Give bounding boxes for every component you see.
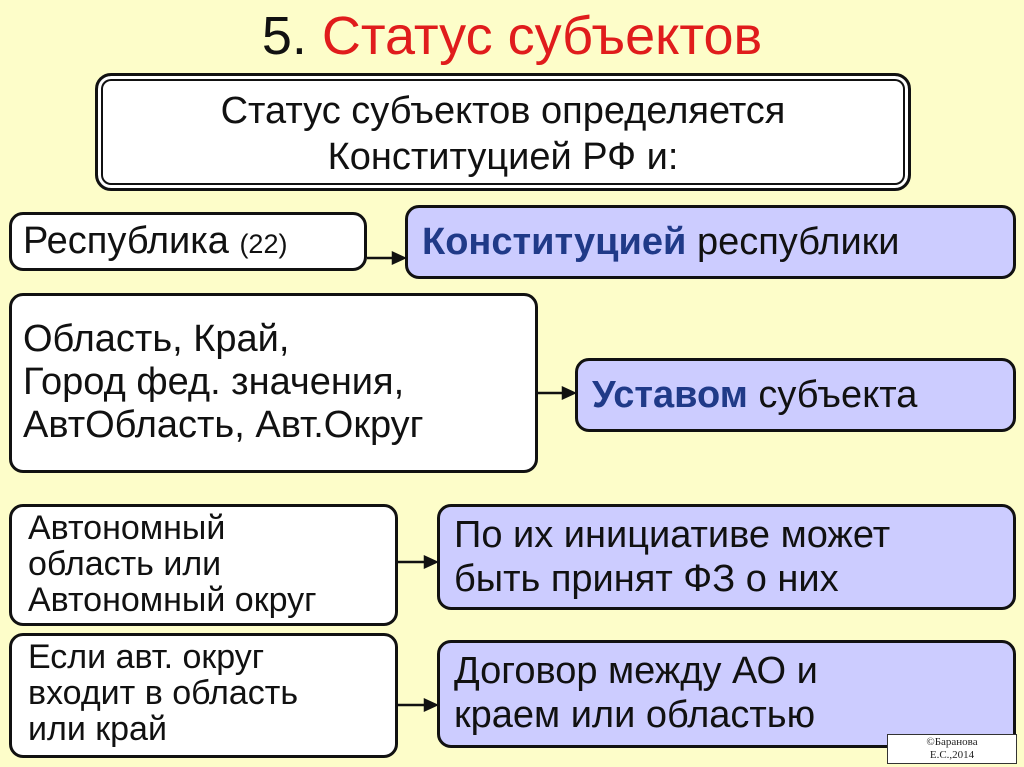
arrow-head-1	[391, 251, 408, 265]
subject-line-2: Город фед. значения,	[23, 361, 405, 403]
republic-count: (22)	[239, 229, 288, 259]
status-rest: субъекта	[758, 374, 918, 416]
subject-box-okrug-in-region: Если авт. округ входит в область или кра…	[9, 633, 398, 758]
intro-line-1: Статус субъектов определяется	[220, 90, 786, 132]
status-line-1: По их инициативе может	[454, 514, 891, 556]
subject-line-3: Автономный округ	[28, 581, 317, 619]
status-bold: Конституцией	[422, 221, 687, 263]
status-line-1: Договор между АО и	[454, 650, 818, 692]
subject-line-1: Область, Край,	[23, 318, 290, 360]
status-rest: республики	[696, 221, 900, 263]
slide-title: 5. Статус субъектов	[0, 4, 1024, 68]
status-line-2: краем или областью	[454, 694, 816, 736]
subject-line-3: АвтОбласть, Авт.Округ	[23, 404, 424, 446]
status-box-charter: Уставом субъекта	[575, 358, 1016, 432]
credit-line-2: Е.С.,2014	[929, 749, 975, 761]
subject-label: Республика	[23, 220, 229, 262]
subject-line-2: область или	[28, 545, 222, 583]
subject-line-1: Автономный	[28, 509, 226, 547]
subject-box-regions: Область, Край, Город фед. значения, АвтО…	[9, 293, 538, 473]
subject-box-autonomous: Автономный область или Автономный округ	[9, 504, 398, 626]
status-box-federal-law: По их инициативе может быть принят ФЗ о …	[437, 504, 1016, 610]
arrow-head-4	[423, 698, 440, 712]
intro-line-2: Конституцией РФ и:	[327, 136, 679, 178]
author-credit: ©Баранова Е.С.,2014	[887, 734, 1017, 764]
status-box-republic: Конституцией республики	[405, 205, 1016, 279]
credit-line-1: ©Баранова	[926, 736, 978, 748]
subject-box-republic: Республика (22)	[9, 212, 367, 271]
status-line-2: быть принят ФЗ о них	[454, 558, 839, 600]
status-box-treaty: Договор между АО и краем или областью	[437, 640, 1016, 748]
slide-title-text: Статус субъектов	[321, 6, 763, 66]
status-bold: Уставом	[592, 374, 748, 416]
subject-line-2: входит в область	[28, 674, 299, 712]
slide-number: 5.	[261, 6, 307, 66]
subject-line-3: или край	[28, 710, 167, 748]
arrow-head-3	[423, 555, 440, 569]
subject-line-1: Если авт. округ	[28, 638, 265, 676]
intro-box: Статус субъектов определяется Конституци…	[95, 73, 911, 191]
arrow-head-2	[561, 386, 578, 400]
